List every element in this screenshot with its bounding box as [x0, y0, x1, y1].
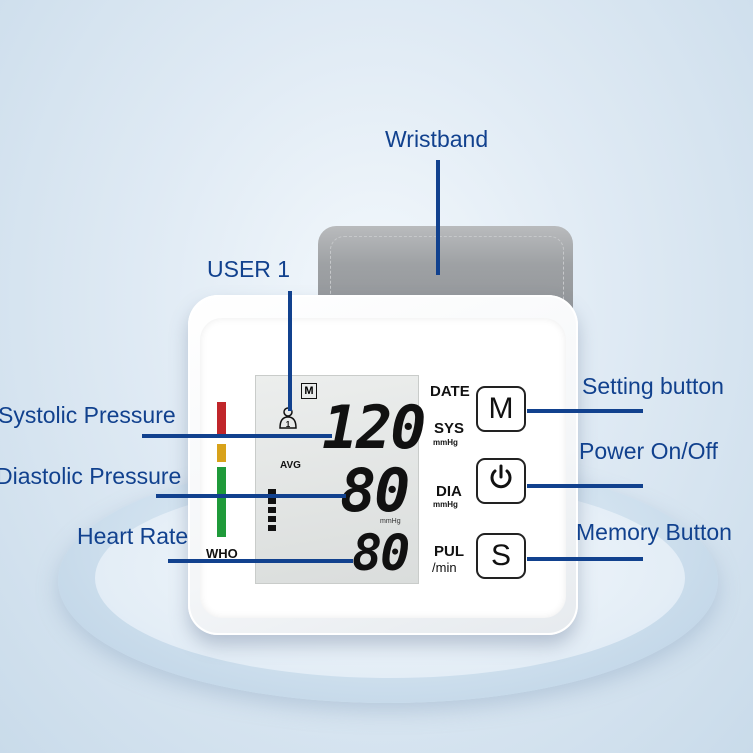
- pulse-readout: 80: [352, 524, 410, 582]
- heart-rate-callout-line: [168, 559, 353, 563]
- systolic-callout-line: [142, 434, 332, 438]
- sys-label: SYS: [434, 420, 465, 437]
- diastolic-callout: Diastolic Pressure: [0, 463, 182, 489]
- memory-callout-line: [527, 557, 643, 561]
- user-callout: USER 1: [207, 256, 291, 282]
- memory-badge: M: [301, 383, 317, 399]
- dia-label: DIA: [436, 483, 462, 500]
- setting-callout-line: [527, 409, 643, 413]
- who-label: WHO: [206, 546, 238, 561]
- svg-text:1: 1: [286, 420, 291, 429]
- sys-unit-label: mmHg: [433, 438, 458, 447]
- user-callout-line: [288, 291, 292, 411]
- heart-rate-callout: Heart Rate: [77, 523, 189, 549]
- lcd-unit-label: mmHg: [380, 518, 401, 525]
- pul-label: PUL: [434, 543, 464, 560]
- systolic-callout: Systolic Pressure: [0, 402, 176, 428]
- date-label: DATE: [430, 383, 470, 400]
- memory-callout: Memory Button: [576, 519, 732, 545]
- led-yellow: [217, 444, 226, 462]
- setting-callout: Setting button: [582, 373, 724, 399]
- diastolic-readout: 80: [340, 456, 410, 526]
- pressure-bar-graph: [268, 489, 276, 531]
- wristband-callout: Wristband: [385, 126, 489, 152]
- diastolic-callout-line: [156, 494, 346, 498]
- power-callout: Power On/Off: [579, 438, 718, 464]
- led-green: [217, 467, 226, 537]
- power-icon: [486, 462, 516, 500]
- dia-unit-label: mmHg: [433, 500, 458, 509]
- power-callout-line: [527, 484, 643, 488]
- power-button[interactable]: [476, 458, 526, 504]
- systolic-readout: 120: [322, 393, 426, 463]
- lcd-screen: [255, 375, 419, 584]
- avg-label: AVG: [280, 460, 301, 471]
- pul-unit-label: /min: [432, 560, 457, 575]
- setting-button[interactable]: M: [476, 386, 526, 432]
- memory-button[interactable]: S: [476, 533, 526, 579]
- wristband-callout-line: [436, 160, 440, 275]
- led-red: [217, 402, 226, 438]
